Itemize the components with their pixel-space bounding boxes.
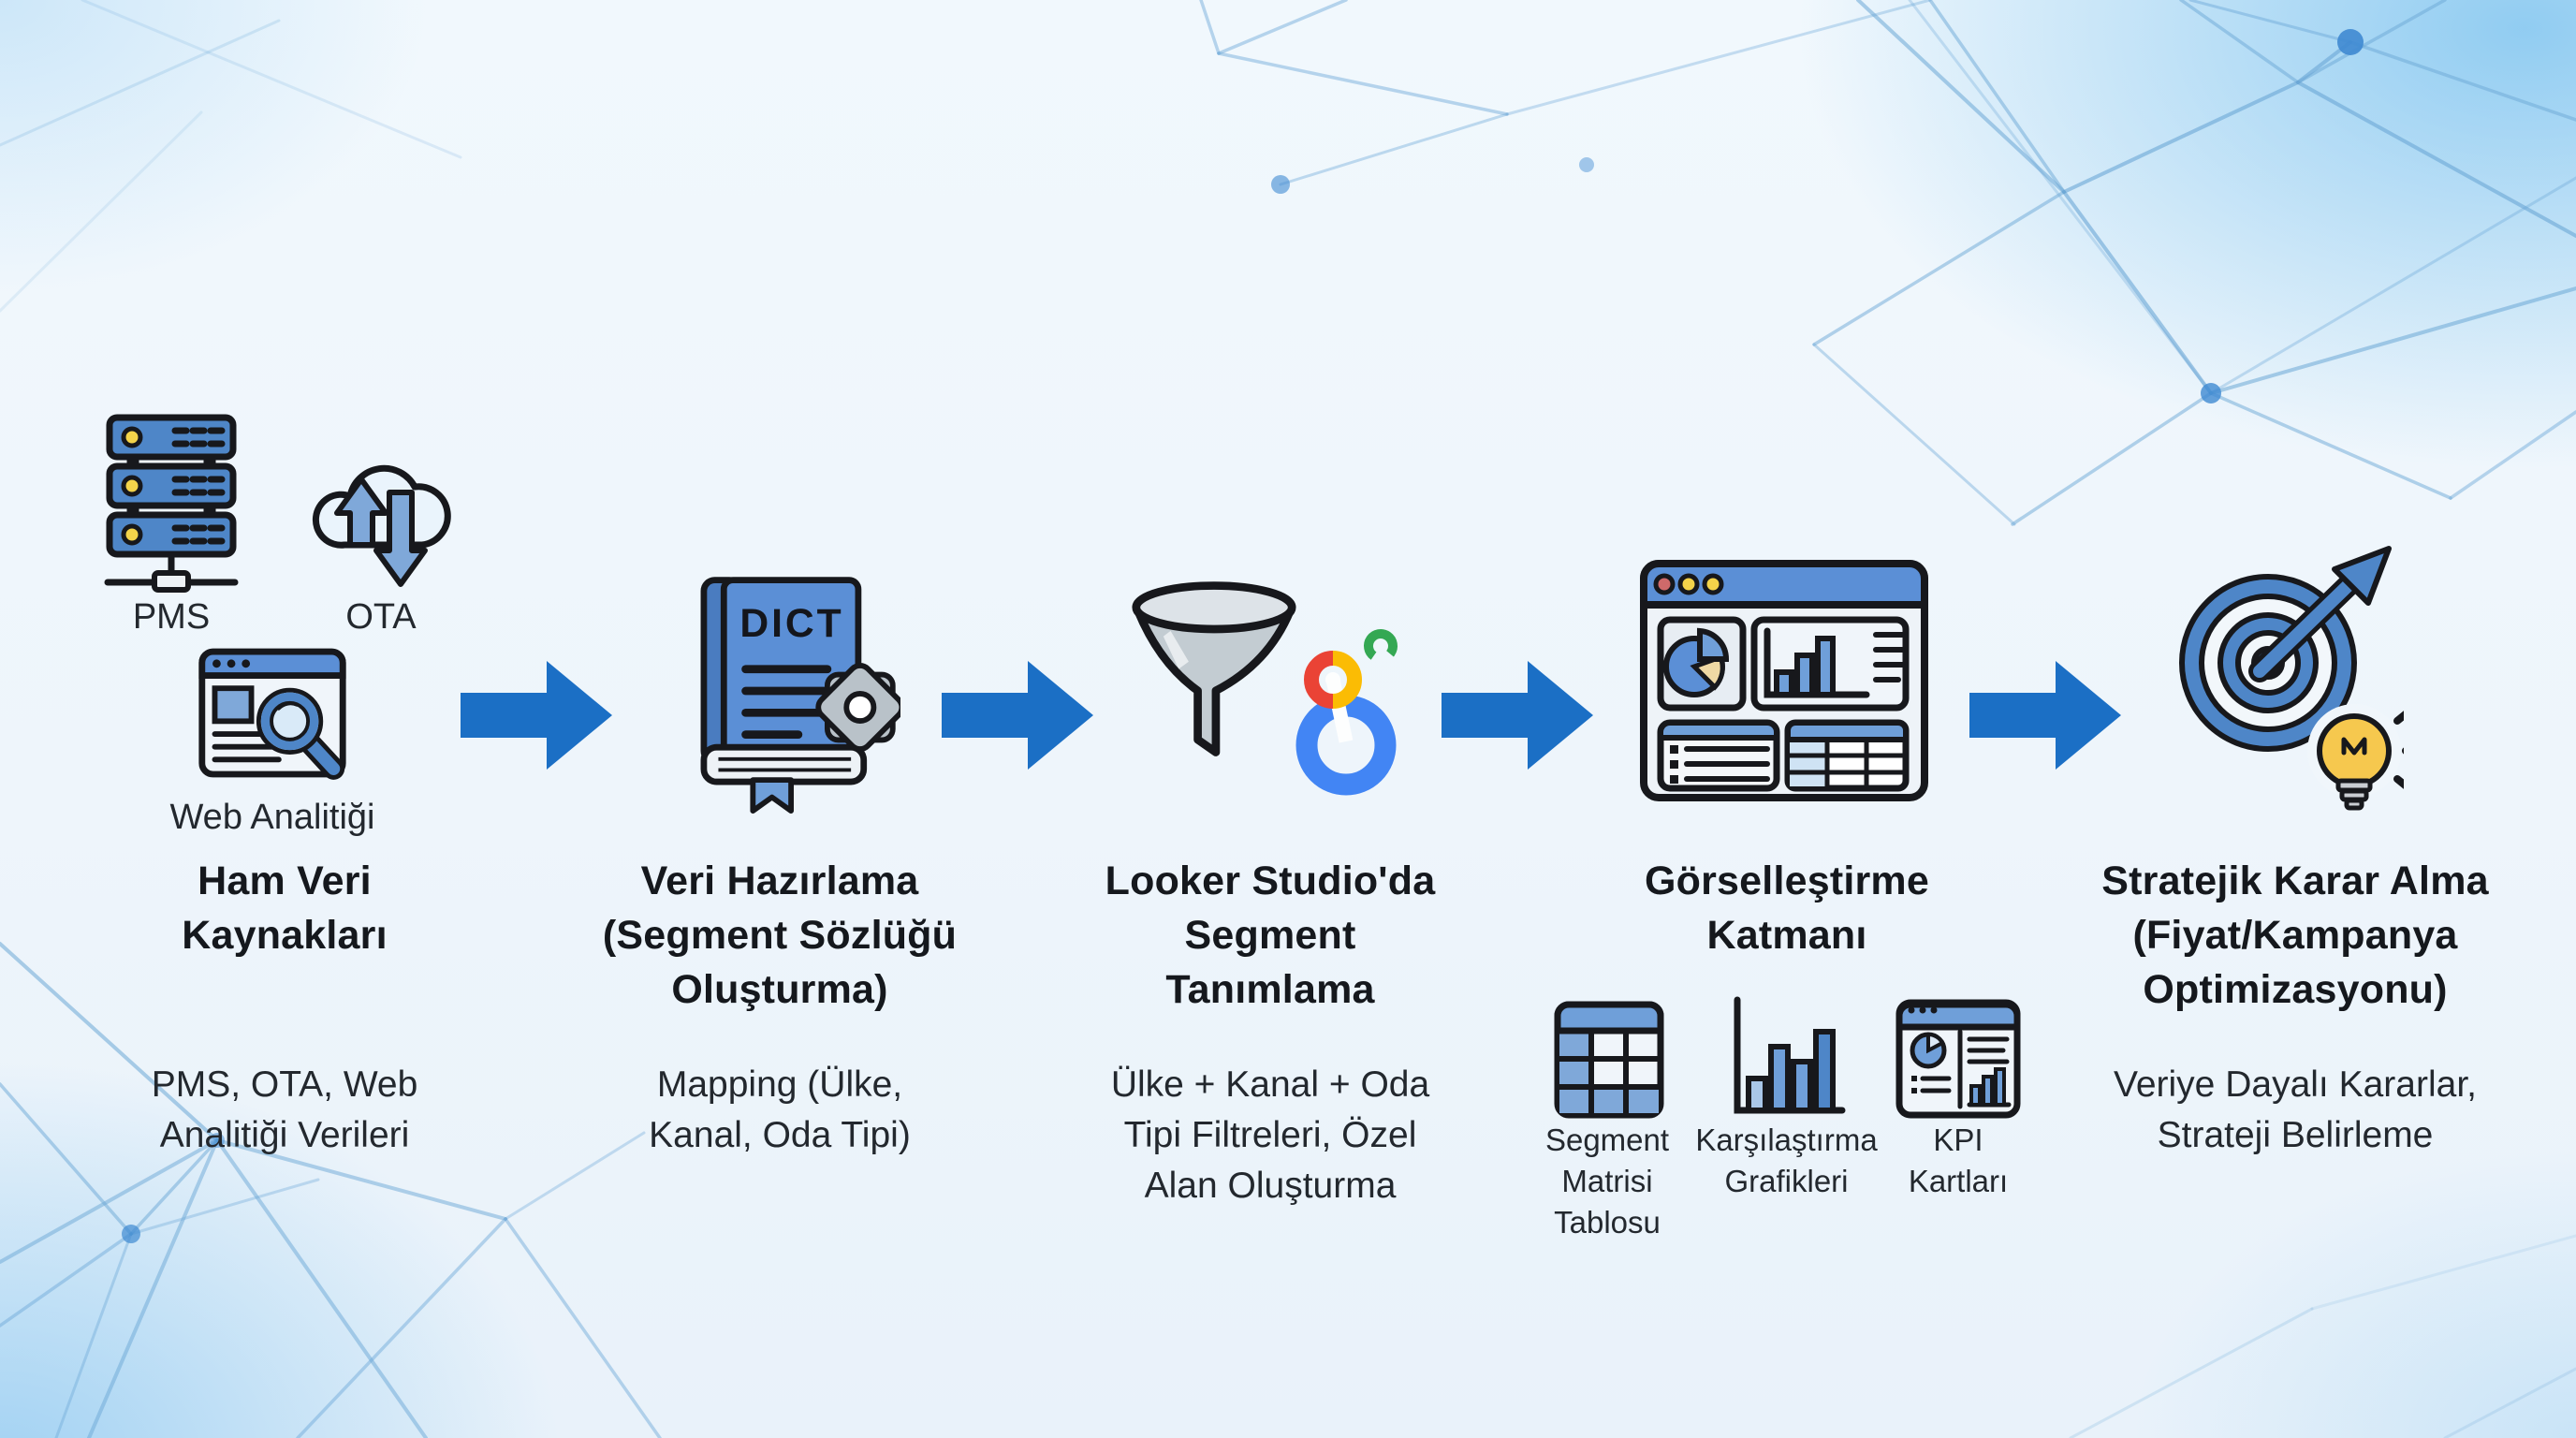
kpi-card-icon — [1895, 999, 2021, 1119]
server-stack-icon — [104, 414, 239, 593]
segment-matrix-table-label: Segment Matrisi Tablosu — [1544, 1123, 1670, 1240]
comparison-charts-label: Karşılaştırma Grafikleri — [1695, 1123, 1878, 1198]
dictionary-gear-icon: DICT — [700, 577, 900, 814]
stage-1-title: Ham Veri Kaynakları — [182, 858, 388, 958]
dashboard-icon — [1640, 560, 1928, 801]
table-icon — [1554, 1001, 1664, 1119]
flow-arrow-4 — [1969, 661, 2121, 770]
flow-arrow-2 — [942, 661, 1093, 770]
stage-5-subtitle: Veriye Dayalı Kararlar, Strateji Belirle… — [2113, 1064, 2477, 1155]
pms-label: PMS — [132, 597, 211, 637]
stage-3-title: Looker Studio'da Segment Tanımlama — [1105, 858, 1436, 1012]
web-analytics-label: Web Analitiği — [169, 798, 375, 837]
stage-4-title: Görselleştirme Katmanı — [1645, 858, 1929, 958]
target-arrow-bulb-icon — [2179, 546, 2404, 811]
stage-5-title: Stratejik Karar Alma (Fiyat/Kampanya Opt… — [2101, 858, 2489, 1012]
stage-2-title: Veri Hazırlama (Segment Sözlüğü Oluşturm… — [602, 858, 958, 1012]
dict-text: DICT — [739, 601, 843, 646]
flow-arrow-3 — [1442, 661, 1593, 770]
cloud-sync-icon — [312, 464, 451, 587]
funnel-icon — [1132, 581, 1296, 756]
stage-3-subtitle: Ülke + Kanal + Oda Tipi Filtreleri, Özel… — [1110, 1064, 1430, 1206]
kpi-cards-label: KPI Kartları — [1908, 1123, 2009, 1198]
looker-logo-icon — [1295, 629, 1398, 796]
stage-2-subtitle: Mapping (Ülke, Kanal, Oda Tipi) — [649, 1064, 911, 1155]
web-analytics-icon — [198, 648, 346, 780]
flow-arrow-1 — [461, 661, 612, 770]
stage-1-subtitle: PMS, OTA, Web Analitiği Verileri — [151, 1064, 418, 1155]
ota-label: OTA — [345, 597, 417, 637]
bar-chart-icon — [1734, 996, 1846, 1114]
